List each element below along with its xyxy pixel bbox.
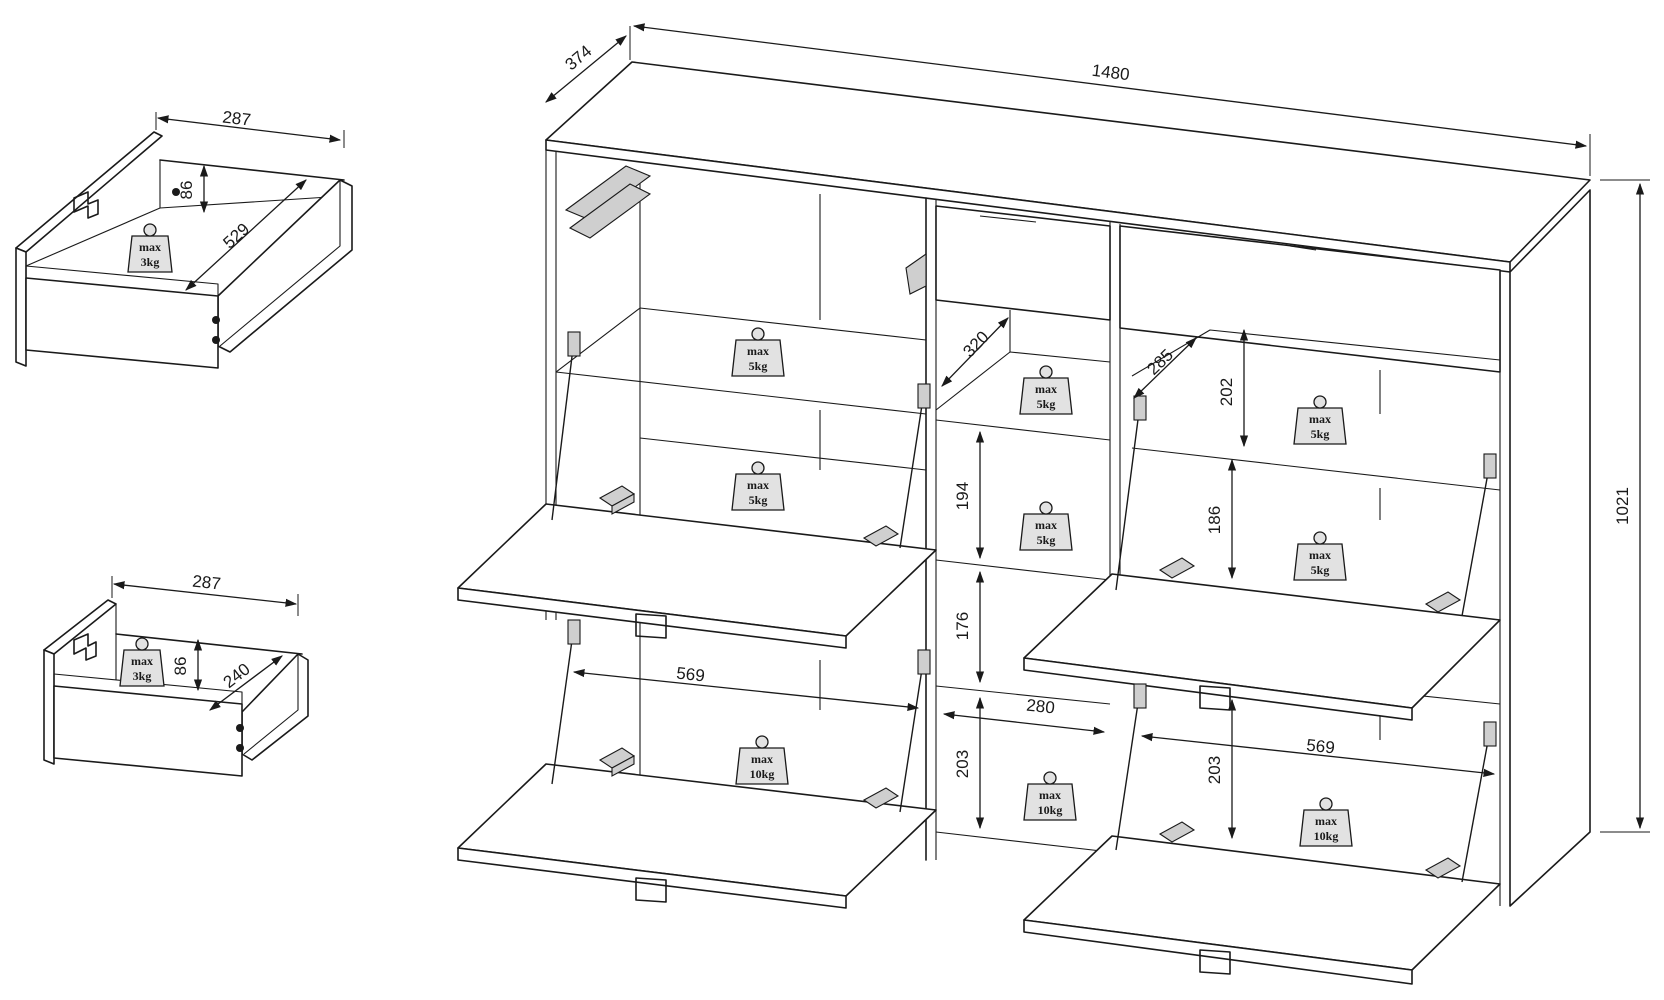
dimension-line xyxy=(1140,733,1496,777)
dimension-line xyxy=(545,35,627,103)
dimension-line xyxy=(941,317,1009,387)
dimension-label-right-shelf-depth: 285 xyxy=(1143,345,1177,378)
dimension-line xyxy=(156,115,342,143)
gas-piston-icon xyxy=(1115,683,1147,851)
gas-piston-icon xyxy=(1115,395,1147,591)
gas-piston-icon xyxy=(551,331,581,521)
weight-value-label: 5kg xyxy=(1311,563,1330,577)
flap-handle-icon xyxy=(1199,949,1231,975)
dimension-label-height: 1021 xyxy=(1613,487,1632,525)
dimension-line xyxy=(209,655,283,711)
hinge-icon xyxy=(1424,857,1462,879)
dimension-label-middle-width: 280 xyxy=(1025,696,1055,718)
cabinet-illustration xyxy=(457,61,1591,985)
dimension-label-middle-shelf-depth: 320 xyxy=(959,327,992,361)
gas-piston-icon xyxy=(551,619,581,785)
screw-icon xyxy=(236,724,244,732)
dimension-label-right-h2: 186 xyxy=(1205,506,1224,534)
screw-icon xyxy=(212,336,220,344)
dimension-line xyxy=(1133,337,1197,399)
weight-max-label: max xyxy=(1035,518,1057,532)
gas-piston-icon xyxy=(899,383,931,549)
weight-icon: max 10kg xyxy=(1023,771,1077,821)
dimension-label-drawer-top-depth: 529 xyxy=(219,219,253,252)
dimension-label-width: 1480 xyxy=(1091,61,1131,85)
weight-value-label: 10kg xyxy=(1314,829,1339,843)
weight-value-label: 5kg xyxy=(1037,397,1056,411)
weight-icon: max 5kg xyxy=(1293,395,1347,445)
dimension-label-drawer-top-height: 86 xyxy=(177,181,196,200)
dimension-label-right-h3: 203 xyxy=(1205,756,1224,784)
weight-max-label: max xyxy=(131,654,153,668)
weight-icon: max 5kg xyxy=(1293,531,1347,581)
weight-value-label: 5kg xyxy=(1037,533,1056,547)
weight-max-label: max xyxy=(139,240,161,254)
weight-value-label: 10kg xyxy=(750,767,775,781)
hinge-icon xyxy=(862,787,900,809)
drawer-rail-icon xyxy=(568,183,652,239)
weight-max-label: max xyxy=(1309,548,1331,562)
screw-icon xyxy=(172,188,180,196)
screw-icon xyxy=(236,744,244,752)
hinge-icon xyxy=(1158,557,1196,579)
weight-value-label: 10kg xyxy=(1038,803,1063,817)
dimension-line xyxy=(185,179,307,291)
weight-max-label: max xyxy=(1309,412,1331,426)
weight-icon: max 10kg xyxy=(735,735,789,785)
weight-icon: max 10kg xyxy=(1299,797,1353,847)
weight-icon: max 5kg xyxy=(731,327,785,377)
weight-max-label: max xyxy=(747,478,769,492)
hinge-icon xyxy=(598,747,636,777)
weight-icon: max 3kg xyxy=(127,223,173,273)
drawer-rail-icon xyxy=(905,252,927,295)
weight-max-label: max xyxy=(1315,814,1337,828)
weight-value-label: 5kg xyxy=(749,493,768,507)
drawer-top-illustration: 287 86 529 max 3kg xyxy=(15,107,353,369)
weight-max-label: max xyxy=(1035,382,1057,396)
screw-icon xyxy=(212,316,220,324)
gas-piston-icon xyxy=(1461,453,1497,617)
weight-icon: max 5kg xyxy=(1019,365,1073,415)
weight-icon: max 5kg xyxy=(1019,501,1073,551)
dimension-label-right-h1: 202 xyxy=(1217,378,1236,406)
weight-max-label: max xyxy=(1039,788,1061,802)
hinge-icon xyxy=(1424,591,1462,613)
dimension-label-drawer-bottom-depth: 240 xyxy=(220,659,254,691)
dimension-label-middle-h1: 194 xyxy=(953,482,972,510)
weight-value-label: 5kg xyxy=(1311,427,1330,441)
dimension-label-drawer-top-width: 287 xyxy=(221,107,251,129)
dimension-label-drawer-bottom-width: 287 xyxy=(191,572,221,594)
dimension-label-depth: 374 xyxy=(561,41,595,74)
weight-max-label: max xyxy=(747,344,769,358)
dimension-label-drawer-bottom-height: 86 xyxy=(171,657,190,676)
cabinet-dimensions: 374 1480 1021 569 569 320 285 194 176 20… xyxy=(545,23,1650,840)
dimension-line xyxy=(632,23,1588,149)
dimension-line xyxy=(112,581,298,607)
weight-value-label: 3kg xyxy=(141,255,160,269)
weight-value-label: 3kg xyxy=(133,669,152,683)
flap-handle-icon xyxy=(635,613,667,639)
gas-piston-icon xyxy=(1461,721,1497,883)
dimension-label-middle-h2: 176 xyxy=(953,612,972,640)
dimension-label-middle-h3: 203 xyxy=(953,750,972,778)
dimension-line xyxy=(942,711,1106,735)
drawer-bottom-illustration: 287 86 240 max 3kg xyxy=(43,572,309,777)
dimension-label-left-flap: 569 xyxy=(675,664,705,686)
dimension-label-right-flap: 569 xyxy=(1305,736,1335,758)
weight-value-label: 5kg xyxy=(749,359,768,373)
drawer-rail-icon xyxy=(564,165,652,221)
weight-icon: max 3kg xyxy=(119,637,165,687)
hinge-icon xyxy=(862,525,900,547)
weight-icon: max 5kg xyxy=(731,461,785,511)
weight-max-label: max xyxy=(751,752,773,766)
hinge-icon xyxy=(598,485,636,515)
flap-handle-icon xyxy=(635,877,667,903)
hinge-icon xyxy=(1158,821,1196,843)
dimension-line xyxy=(572,669,920,711)
gas-piston-icon xyxy=(899,649,931,813)
